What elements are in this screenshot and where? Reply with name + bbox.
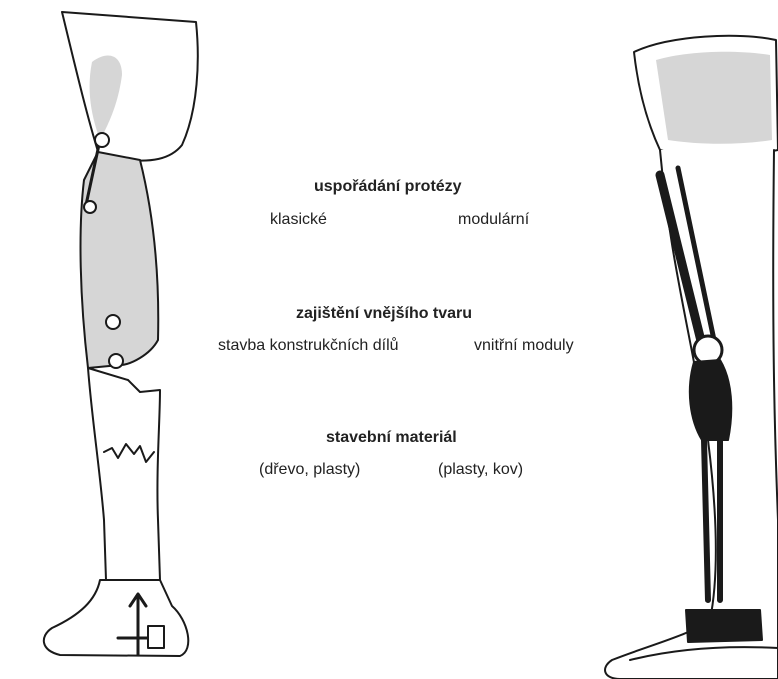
hinge-joint-upper xyxy=(84,201,96,213)
section-heading-material: stavební materiál xyxy=(326,429,457,447)
arrangement-classic-label: klasické xyxy=(270,211,327,229)
section-heading-outer-shape: zajištění vnějšího tvaru xyxy=(296,305,472,323)
foot-block xyxy=(148,626,164,648)
section-heading-arrangement: uspořádání protézy xyxy=(314,178,462,196)
outer-shape-construction-label: stavba konstrukčních dílů xyxy=(218,337,399,355)
material-modular-label: (plasty, kov) xyxy=(438,461,523,479)
socket-shape xyxy=(62,12,198,161)
arrangement-modular-label: modulární xyxy=(458,211,529,229)
shank-shape xyxy=(81,152,159,368)
socket-shading xyxy=(656,52,772,144)
hinge-joint-top xyxy=(95,133,109,147)
foot-core xyxy=(686,610,762,642)
knee-mechanism xyxy=(690,360,731,440)
foot-shape xyxy=(44,580,188,656)
hinge-joint-lower xyxy=(109,354,123,368)
classic-prosthesis-illustration xyxy=(0,0,220,679)
hinge-joint-knee xyxy=(106,315,120,329)
outer-shape-internal-modules-label: vnitřní moduly xyxy=(474,337,574,355)
lower-leg-shape xyxy=(88,368,160,580)
modular-prosthesis-illustration xyxy=(590,0,778,679)
material-classic-label: (dřevo, plasty) xyxy=(259,461,360,479)
